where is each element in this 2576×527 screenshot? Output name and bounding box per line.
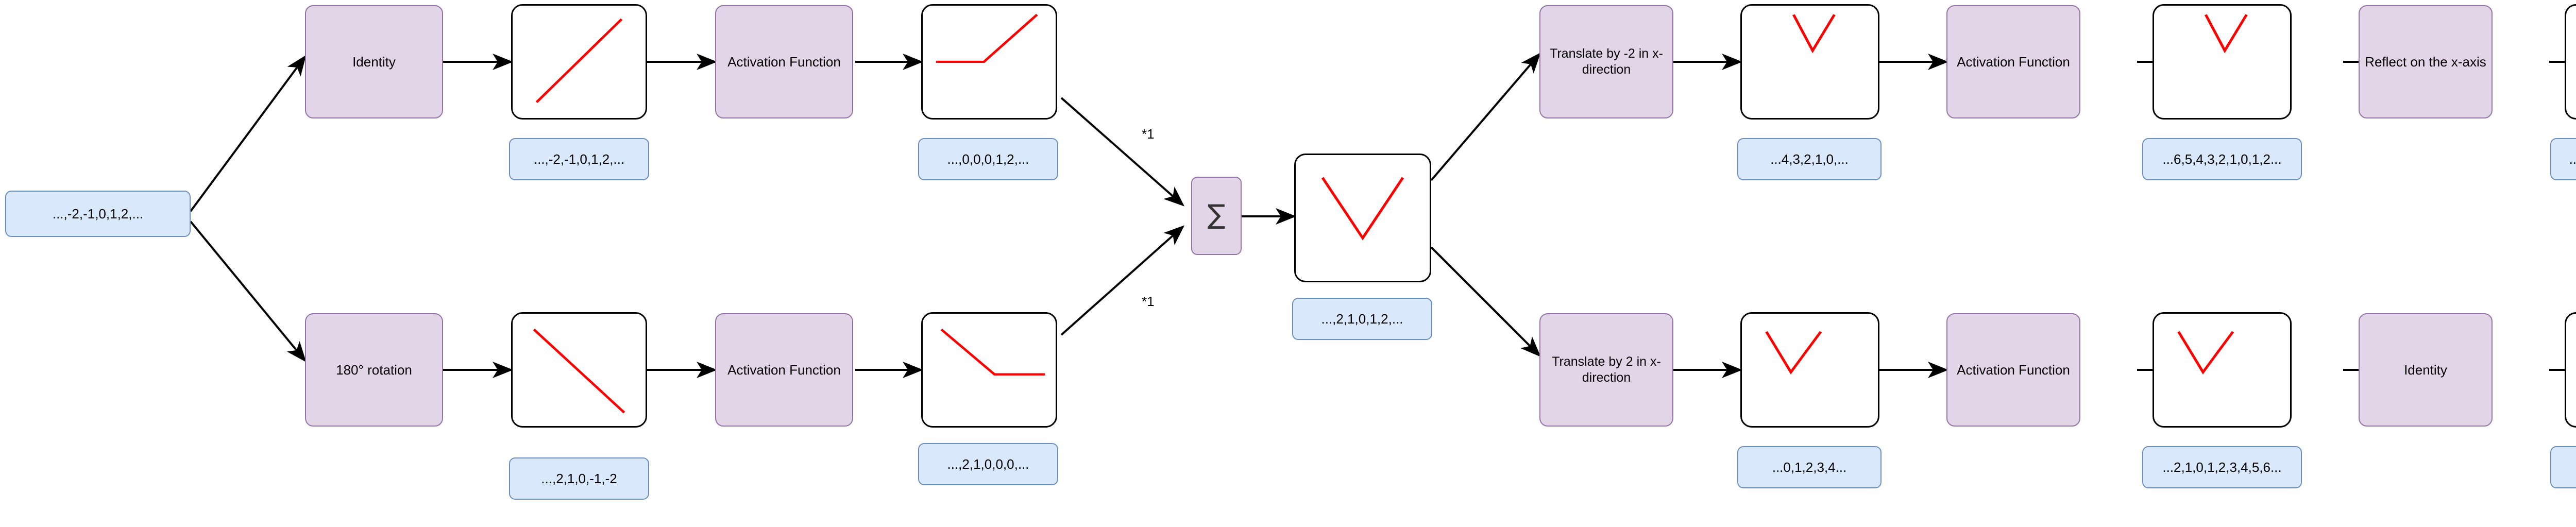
caption-identity-line-label: ...,-2,-1,0,1,2,... bbox=[533, 151, 625, 167]
op-identity-bottom-2[interactable]: Identity bbox=[2359, 313, 2493, 427]
plot-abs-shift-right bbox=[1740, 312, 1879, 428]
op-identity-top[interactable]: Identity bbox=[305, 5, 443, 118]
plot-abs-shift-left bbox=[1740, 4, 1879, 120]
caption-abs-shift-right: ...0,1,2,3,4... bbox=[1737, 446, 1882, 488]
op-translate-plus2[interactable]: Translate by 2 in x-direction bbox=[1539, 313, 1673, 427]
op-activation-top-1-label: Activation Function bbox=[727, 54, 841, 70]
summation-node-1-symbol: ∑ bbox=[1207, 199, 1226, 230]
op-reflect-x-axis[interactable]: Reflect on the x-axis bbox=[2359, 5, 2493, 118]
op-activation-bottom-1-label: Activation Function bbox=[727, 362, 841, 378]
op-rotation-bottom-label: 180° rotation bbox=[336, 362, 412, 378]
op-activation-top-2[interactable]: Activation Function bbox=[1946, 5, 2080, 118]
caption-relu-rotation: ...,2,1,0,0,0,... bbox=[918, 443, 1058, 485]
op-activation-bottom-2-label: Activation Function bbox=[1957, 362, 2070, 378]
plot-identity-line-svg bbox=[535, 18, 623, 103]
caption-reflected: ...-6,-5,-4,-3,-2,-1,0,... bbox=[2550, 138, 2576, 180]
input-sequence-box: ...,-2,-1,0,1,2,... bbox=[5, 191, 191, 237]
op-identity-bottom-2-label: Identity bbox=[2404, 362, 2447, 378]
op-activation-top-1[interactable]: Activation Function bbox=[715, 5, 853, 118]
plot-identity-line bbox=[511, 4, 647, 120]
plot-abs-shift-right-activated bbox=[2153, 312, 2292, 428]
plot-rotated-line bbox=[511, 312, 647, 428]
op-translate-minus2[interactable]: Translate by -2 in x-direction bbox=[1539, 5, 1673, 118]
weight-label-top: *1 bbox=[1142, 126, 1155, 142]
op-activation-bottom-1[interactable]: Activation Function bbox=[715, 313, 853, 427]
caption-abs-shift-left-activated-label: ...6,5,4,3,2,1,0,1,2... bbox=[2162, 151, 2282, 167]
caption-absolute-value: ...,2,1,0,1,2,... bbox=[1292, 298, 1432, 340]
plot-relu-rotation-svg bbox=[940, 328, 1045, 376]
plot-abs-shift-left-svg bbox=[1792, 14, 1836, 54]
plot-abs-shift-right-svg bbox=[1765, 331, 1822, 375]
caption-relu-identity: ...,0,0,0,1,2,... bbox=[918, 138, 1058, 180]
plot-abs-shift-left-activated bbox=[2153, 4, 2292, 120]
plot-identity-abs-shift-right-svg bbox=[2566, 314, 2576, 426]
caption-abs-shift-right-activated-label: ...2,1,0,1,2,3,4,5,6... bbox=[2162, 459, 2282, 475]
op-identity-top-label: Identity bbox=[352, 54, 396, 70]
caption-relu-identity-label: ...,0,0,0,1,2,... bbox=[947, 151, 1029, 167]
op-rotation-bottom[interactable]: 180° rotation bbox=[305, 313, 443, 427]
op-activation-top-2-label: Activation Function bbox=[1957, 54, 2070, 70]
caption-rotated-line: ...,2,1,0,-1,-2 bbox=[509, 457, 649, 500]
caption-abs-shift-left: ...4,3,2,1,0,... bbox=[1737, 138, 1882, 180]
caption-absolute-value-label: ...,2,1,0,1,2,... bbox=[1321, 311, 1403, 327]
input-sequence-label: ...,-2,-1,0,1,2,... bbox=[52, 206, 144, 222]
caption-reflected-label: ...-6,-5,-4,-3,-2,-1,0,... bbox=[2569, 151, 2576, 167]
plot-relu-identity-svg bbox=[936, 13, 1038, 63]
caption-abs-shift-right-activated: ...2,1,0,1,2,3,4,5,6... bbox=[2142, 446, 2302, 488]
op-activation-bottom-2[interactable]: Activation Function bbox=[1946, 313, 2080, 427]
caption-relu-rotation-label: ...,2,1,0,0,0,... bbox=[947, 456, 1029, 472]
op-translate-plus2-label: Translate by 2 in x-direction bbox=[1552, 354, 1661, 385]
caption-abs-shift-right-label: ...0,1,2,3,4... bbox=[1772, 459, 1847, 475]
weight-label-bottom-text: *1 bbox=[1142, 294, 1155, 309]
caption-abs-shift-left-label: ...4,3,2,1,0,... bbox=[1770, 151, 1849, 167]
plot-absolute-value bbox=[1294, 154, 1431, 282]
plot-identity-abs-shift-right bbox=[2565, 312, 2576, 428]
plot-absolute-value-svg bbox=[1321, 177, 1404, 241]
plot-abs-shift-left-activated-svg bbox=[2204, 14, 2248, 54]
summation-node-1[interactable]: ∑ bbox=[1191, 177, 1242, 255]
plot-reflected-svg bbox=[2566, 6, 2576, 118]
caption-abs-shift-left-activated: ...6,5,4,3,2,1,0,1,2... bbox=[2142, 138, 2302, 180]
op-translate-minus2-label: Translate by -2 in x-direction bbox=[1550, 46, 1663, 77]
plot-abs-shift-right-activated-svg bbox=[2177, 331, 2234, 375]
caption-identity-line: ...,-2,-1,0,1,2,... bbox=[509, 138, 649, 180]
plot-rotated-line-svg bbox=[533, 329, 625, 414]
caption-identity-abs-shift-right: ...2,1,0,1,2,3,4,... bbox=[2550, 446, 2576, 488]
caption-rotated-line-label: ...,2,1,0,-1,-2 bbox=[541, 470, 617, 486]
plot-relu-identity bbox=[921, 4, 1057, 120]
op-reflect-x-axis-label: Reflect on the x-axis bbox=[2365, 54, 2486, 70]
weight-label-bottom: *1 bbox=[1142, 294, 1155, 310]
plot-relu-rotation bbox=[921, 312, 1057, 428]
weight-label-top-text: *1 bbox=[1142, 126, 1155, 142]
plot-reflected bbox=[2565, 4, 2576, 120]
